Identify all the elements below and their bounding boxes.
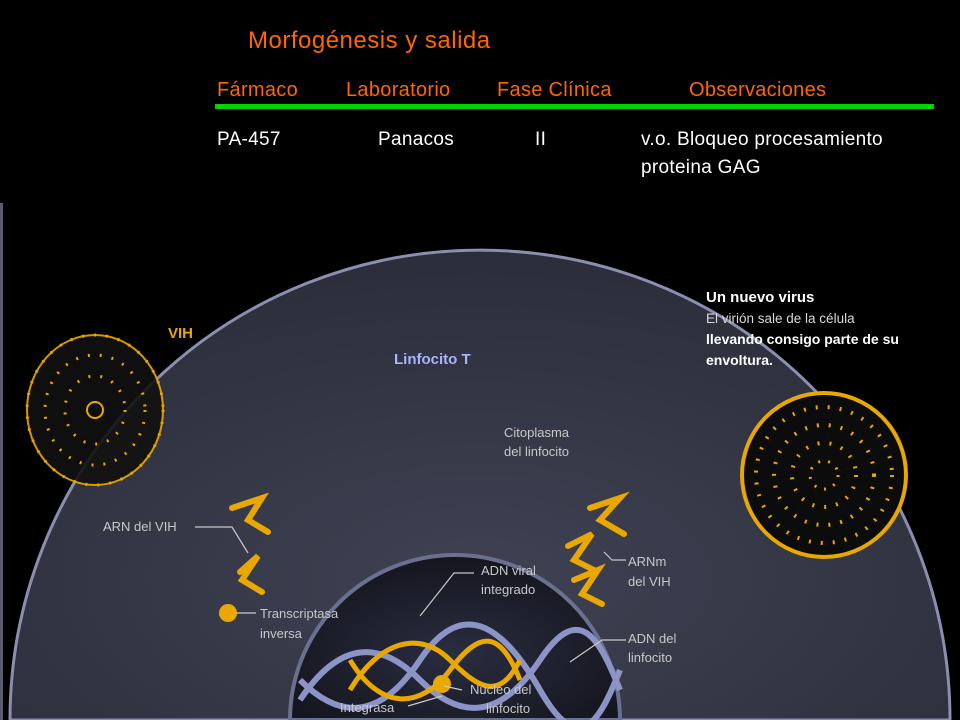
header-lab: Laboratorio xyxy=(346,79,451,101)
header-divider xyxy=(215,104,934,109)
header-drug: Fármaco xyxy=(217,79,299,101)
reverse-transcriptase xyxy=(219,604,237,622)
label-citoplasma-1: Citoplasma xyxy=(504,425,570,440)
label-integrasa: Integrasa xyxy=(340,700,395,715)
new-virus-line3: envoltura. xyxy=(706,352,773,368)
label-transcriptasa-2: inversa xyxy=(260,626,303,641)
dna-helix xyxy=(297,621,623,720)
label-linfocito: Linfocito T xyxy=(394,351,471,368)
label-transcriptasa-1: Transcriptasa xyxy=(260,606,339,621)
label-citoplasma-2: del linfocito xyxy=(504,444,569,459)
viral-rna xyxy=(229,491,630,607)
leader-lines xyxy=(195,526,626,707)
label-nucleo-1: Núcleo del xyxy=(470,682,532,697)
label-nucleo-2: linfocito xyxy=(486,701,530,716)
cell-notes-line1: v.o. Bloqueo procesamiento xyxy=(641,129,883,150)
released-virus xyxy=(740,391,908,559)
label-adn-viral-2: integrado xyxy=(481,582,535,597)
cell-phase: II xyxy=(535,129,547,150)
new-virus-line2: llevando consigo parte de su xyxy=(706,331,899,347)
label-arnm-2: del VIH xyxy=(628,574,671,589)
panel-edge xyxy=(0,203,3,720)
cell-notes-line2: proteina GAG xyxy=(641,157,761,178)
label-arn-vih: ARN del VIH xyxy=(103,519,177,534)
budding-virus xyxy=(25,333,165,487)
header-notes: Observaciones xyxy=(689,79,827,101)
cell-lab: Panacos xyxy=(378,129,455,150)
cell-drug: PA-457 xyxy=(217,129,281,150)
header-phase: Fase Clínica xyxy=(497,79,612,101)
label-vih: VIH xyxy=(168,325,193,342)
label-adn-linfocito-1: ADN del xyxy=(628,631,677,646)
label-arnm-1: ARNm xyxy=(628,554,666,569)
integrase xyxy=(433,675,451,693)
new-virus-line1: El virión sale de la célula xyxy=(706,311,855,326)
label-adn-viral-1: ADN viral xyxy=(481,563,536,578)
label-adn-linfocito-2: linfocito xyxy=(628,650,672,665)
slide-title: Morfogénesis y salida xyxy=(248,27,491,54)
new-virus-title: Un nuevo virus xyxy=(706,289,814,306)
